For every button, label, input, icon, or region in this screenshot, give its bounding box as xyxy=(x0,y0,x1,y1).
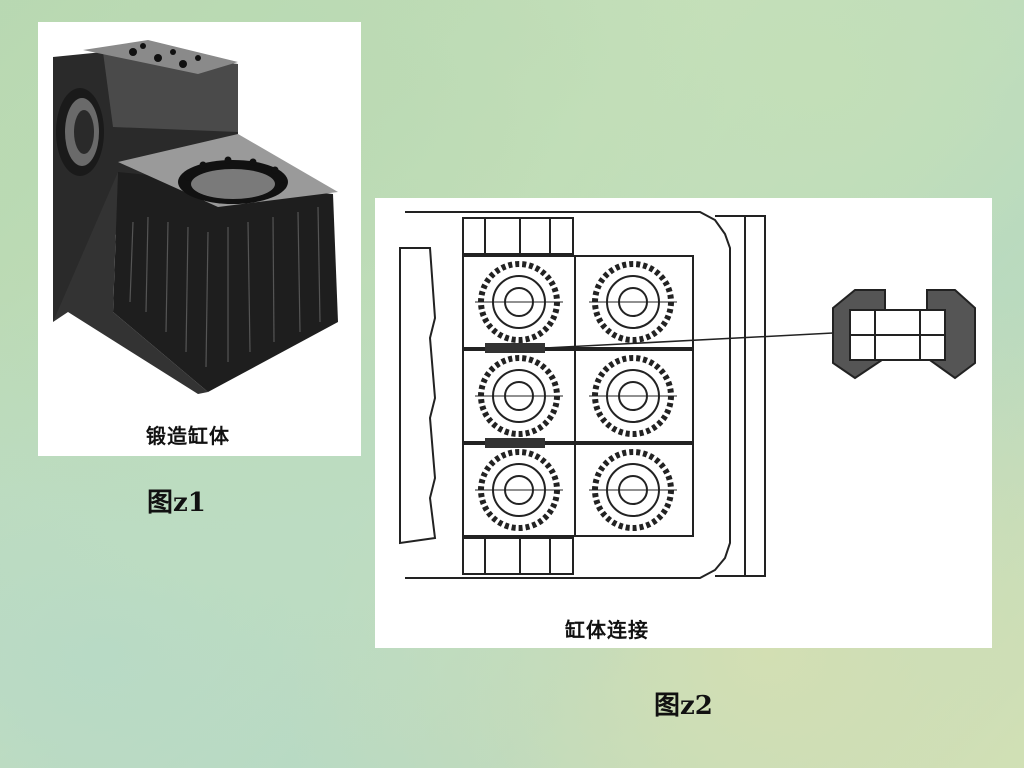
figure-z1-panel: 锻造缸体 xyxy=(38,22,361,456)
figure-z2-panel: 缸体连接 xyxy=(375,198,992,648)
figure-z1-label: 图z1 xyxy=(147,488,206,518)
figure-z2-label: 图z2 xyxy=(654,691,713,721)
forged-cylinder-block-drawing xyxy=(53,40,338,394)
cylinder-connection-drawing xyxy=(399,211,976,579)
figure-z1-caption: 锻造缸体 xyxy=(146,424,230,448)
figure-z2-caption: 缸体连接 xyxy=(565,618,649,642)
